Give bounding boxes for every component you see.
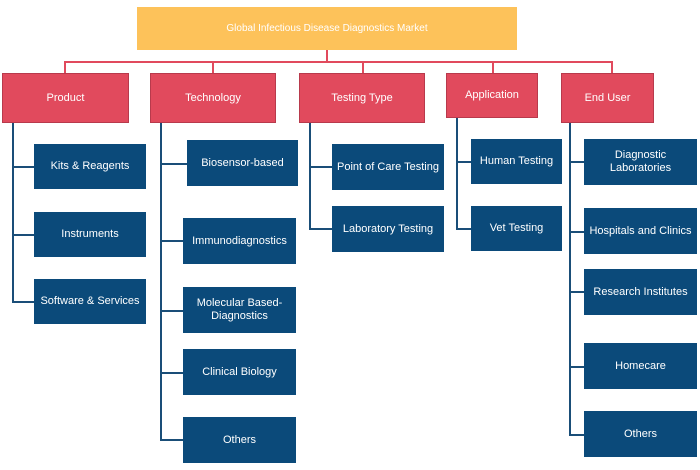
testing-type-branch-tick [309,166,332,168]
testing-type-branch-line [309,123,311,230]
technology-branch-tick [160,439,183,441]
leaf-vet-testing: Vet Testing [471,206,562,251]
connector-application [492,61,494,73]
end-user-branch-tick [569,434,584,436]
leaf-software-services: Software & Services [34,279,146,324]
category-technology: Technology [150,73,276,123]
product-branch-line [12,123,14,303]
leaf-diagnostic-laboratories: Diagnostic Laboratories [584,139,697,185]
leaf-end-user-others: Others [584,411,697,457]
connector-technology [212,61,214,73]
application-branch-line [456,118,458,229]
testing-type-branch-tick [309,228,332,230]
end-user-branch-tick [569,291,584,293]
end-user-branch-tick [569,231,584,233]
category-product: Product [2,73,129,123]
leaf-laboratory-testing: Laboratory Testing [332,206,444,252]
leaf-instruments: Instruments [34,212,146,257]
end-user-branch-tick [569,161,584,163]
product-branch-tick [12,166,34,168]
technology-branch-tick [160,310,183,312]
category-testing-type: Testing Type [299,73,425,123]
category-application: Application [446,73,538,118]
leaf-technology-others: Others [183,417,296,463]
leaf-immunodiagnostics: Immunodiagnostics [183,218,296,264]
connector-product [64,61,66,73]
leaf-homecare: Homecare [584,343,697,389]
technology-branch-tick [160,240,183,242]
leaf-molecular-diagnostics: Molecular Based-Diagnostics [183,287,296,333]
application-branch-tick [456,228,471,230]
category-end-user: End User [561,73,654,123]
leaf-clinical-biology: Clinical Biology [183,349,296,395]
application-branch-tick [456,161,471,163]
leaf-kits-reagents: Kits & Reagents [34,144,146,189]
root-node: Global Infectious Disease Diagnostics Ma… [137,7,517,50]
technology-branch-line [160,123,162,440]
connector-end-user [611,61,613,73]
technology-branch-tick [160,163,187,165]
connector-testing-type [362,61,364,73]
leaf-point-of-care-testing: Point of Care Testing [332,144,444,190]
end-user-branch-line [569,123,571,435]
leaf-biosensor-based: Biosensor-based [187,140,298,186]
leaf-research-institutes: Research Institutes [584,269,697,315]
product-branch-tick [12,234,34,236]
root-connector-stem [326,50,328,62]
root-connector-bar [64,61,613,63]
leaf-human-testing: Human Testing [471,139,562,184]
technology-branch-tick [160,372,183,374]
end-user-branch-tick [569,366,584,368]
product-branch-tick [12,301,34,303]
leaf-hospitals-clinics: Hospitals and Clinics [584,208,697,254]
